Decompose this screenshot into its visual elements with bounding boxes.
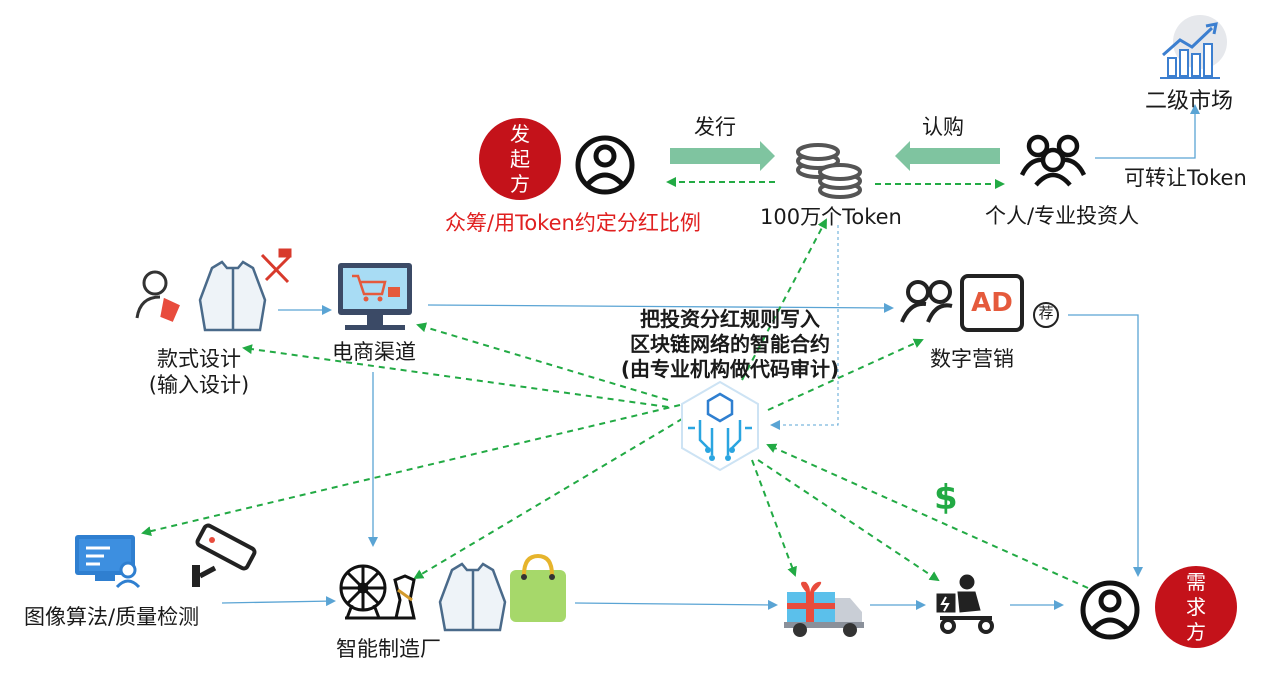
- smart-contract-line1: 把投资分红规则写入: [640, 307, 820, 331]
- subscribe-arrow: [895, 141, 1000, 171]
- ecommerce-monitor-icon: [338, 263, 412, 330]
- initiator-caption: 众筹/用Token约定分红比例: [445, 211, 701, 235]
- initiator-char-1: 发: [510, 121, 530, 146]
- ecommerce-to-marketing-line: [427, 302, 894, 313]
- quality-caption: 图像算法/质量检测: [24, 605, 200, 629]
- marketing-group-icon: [900, 280, 953, 323]
- design-line1: 款式设计: [157, 347, 241, 371]
- demand-to-contract-arrow: [766, 443, 1089, 589]
- marketing-to-demand-line: [1068, 314, 1143, 577]
- coins-icon: [796, 143, 862, 199]
- marketing-caption: 数字营销: [930, 347, 1014, 371]
- issue-arrow: [670, 141, 775, 171]
- subscribe-label: 认购: [922, 115, 964, 139]
- recommend-icon: [1033, 302, 1059, 328]
- token-to-contract-line: [770, 225, 839, 430]
- transfer-label: 可转让Token: [1124, 166, 1247, 190]
- design-line2: (输入设计): [148, 373, 250, 398]
- camera-icon: [192, 523, 257, 587]
- courier-scooter-icon: [936, 574, 994, 634]
- demand-char-3: 方: [1186, 619, 1206, 644]
- demand-char-1: 需: [1186, 569, 1206, 594]
- secondary-market-caption: 二级市场: [1145, 89, 1234, 114]
- demand-char-2: 求: [1186, 594, 1206, 619]
- factory-caption: 智能制造厂: [336, 637, 441, 661]
- initiator-char-2: 起: [510, 146, 530, 171]
- ecommerce-caption: 电商渠道: [332, 340, 416, 364]
- shopping-bag-icon: [510, 553, 566, 622]
- investors-caption: 个人/专业投资人: [985, 204, 1140, 228]
- issue-label: 发行: [694, 115, 736, 139]
- smart-contract-caption: 把投资分红规则写入 区块链网络的智能合约 (由专业机构做代码审计): [600, 307, 860, 382]
- ad-text: AD: [971, 288, 1013, 318]
- payment-symbol: $: [934, 478, 958, 518]
- delivery-truck-icon: [784, 581, 864, 637]
- market-chart-icon: [1160, 15, 1227, 79]
- product-shirt-icon: [438, 562, 507, 632]
- contract-to-factory-arrow: [413, 412, 693, 580]
- factory-machine-icon: [339, 564, 416, 620]
- designer-icon: [135, 270, 180, 322]
- initiator-char-3: 方: [510, 171, 530, 196]
- recommend-char: 荐: [1038, 304, 1054, 322]
- ruler-pencil-icon: [260, 248, 292, 284]
- demand-badge: 需 求 方: [1155, 566, 1237, 648]
- smart-contract-hub-icon: [681, 380, 759, 472]
- smart-contract-line2: 区块链网络的智能合约: [630, 332, 830, 356]
- smart-contract-line3: (由专业机构做代码审计): [620, 357, 840, 381]
- demand-person-icon: [1080, 580, 1140, 640]
- investors-group-icon: [1019, 134, 1087, 187]
- contract-to-token-arrow: [741, 218, 827, 381]
- ad-icon: [960, 274, 1024, 332]
- initiator-person-icon: [575, 135, 635, 195]
- transfer-line: [1095, 104, 1200, 159]
- shirt-icon: [198, 260, 267, 332]
- factory-to-truck-line: [574, 599, 778, 610]
- contract-to-truck-arrow: [751, 459, 797, 577]
- contract-to-quality-arrow: [141, 404, 681, 537]
- contract-to-courier-arrow: [757, 459, 940, 582]
- initiator-badge: 发 起 方: [479, 118, 561, 200]
- contract-arrows: [141, 218, 1089, 589]
- design-caption: 款式设计 (输入设计): [139, 346, 259, 399]
- contract-to-design-arrow: [242, 344, 669, 408]
- quality-to-factory-line: [221, 596, 336, 607]
- token-caption: 100万个Token: [760, 205, 902, 229]
- monitor-user-icon: [75, 535, 141, 589]
